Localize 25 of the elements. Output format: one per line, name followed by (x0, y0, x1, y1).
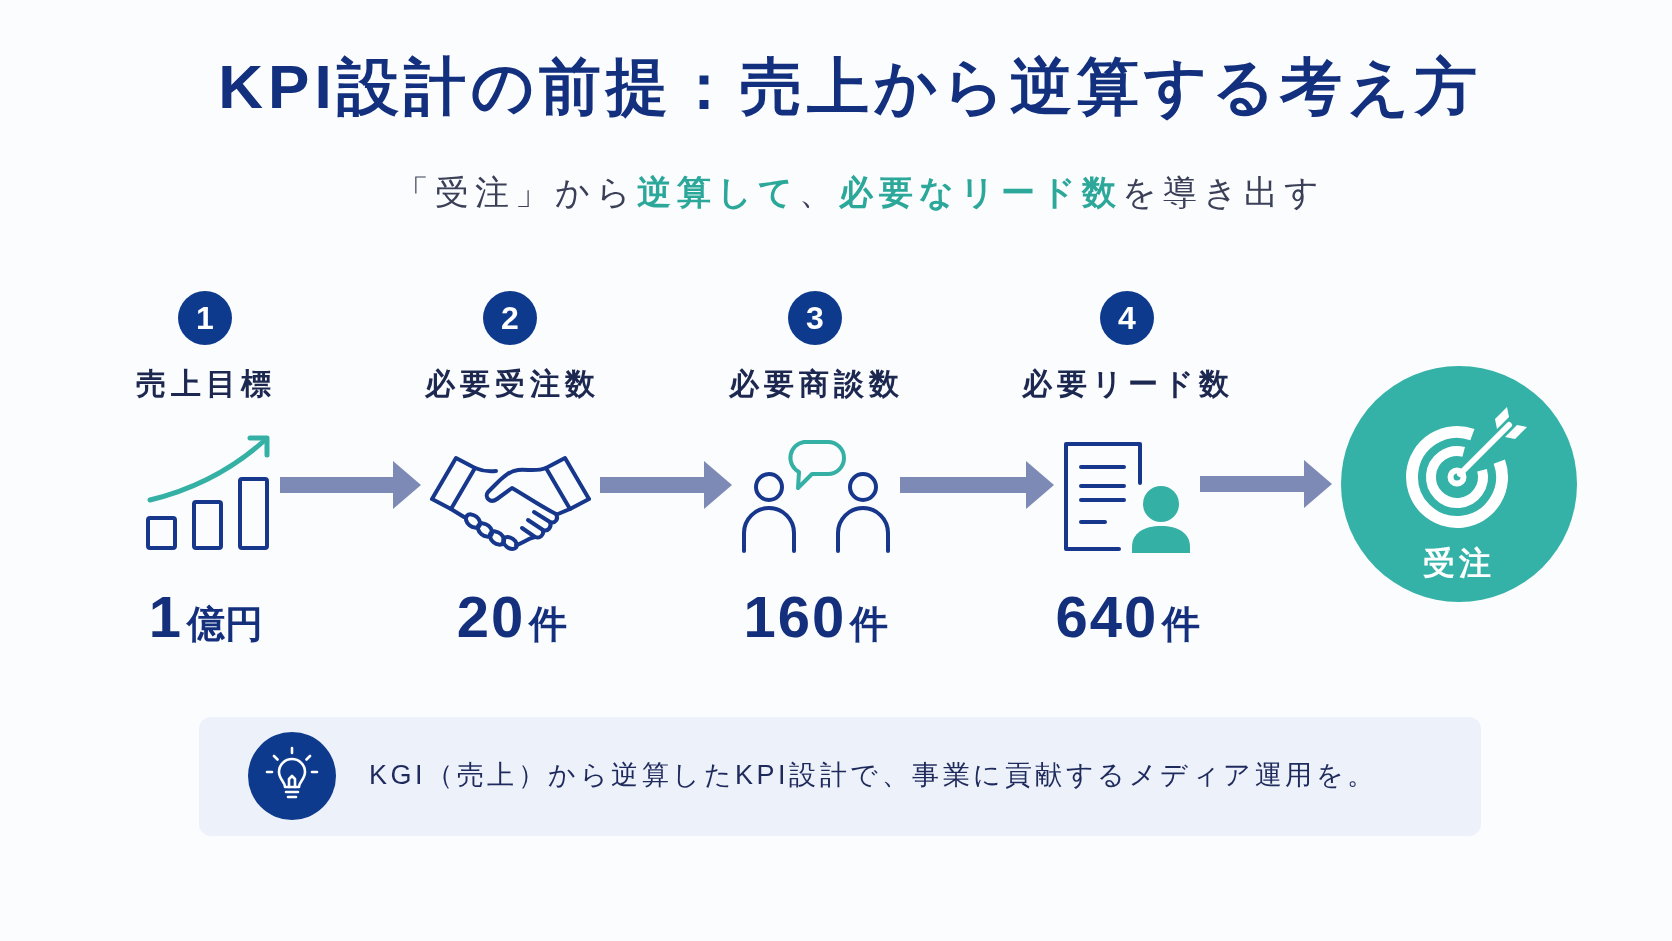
arrow (280, 461, 421, 509)
two-people-speech-icon (741, 439, 891, 553)
step-title: 必要受注数 (424, 366, 600, 402)
subtitle: 「受注」から逆算して、必要なリード数を導き出す (395, 171, 1325, 213)
step-value: 1億円 (148, 588, 264, 646)
summary-text: KGI（売上）から逆算したKPI設計で、事業に貢献するメディア運用を。 (369, 759, 1378, 793)
step-number-badge: 4 (1100, 291, 1154, 345)
summary-banner (199, 717, 1481, 836)
step-number-badge: 2 (483, 291, 537, 345)
step-title: 必要リード数 (1022, 366, 1234, 402)
step-title: 売上目標 (136, 366, 276, 402)
arrow (600, 461, 732, 509)
step-number-badge: 3 (788, 291, 842, 345)
handshake-icon (430, 454, 591, 550)
arrow (900, 461, 1054, 509)
step-value: 640件 (1055, 588, 1201, 646)
step-number-badge: 1 (178, 291, 232, 345)
arrow (1200, 460, 1332, 508)
title: KPI設計の前提：売上から逆算する考え方 (218, 50, 1482, 123)
goal-label: 受注 (1423, 543, 1495, 583)
step-value: 20件 (456, 588, 568, 646)
step-value: 160件 (743, 588, 889, 646)
step-title: 必要商談数 (728, 366, 904, 402)
bar-chart-icon (146, 434, 271, 550)
document-person-icon (1063, 441, 1191, 553)
